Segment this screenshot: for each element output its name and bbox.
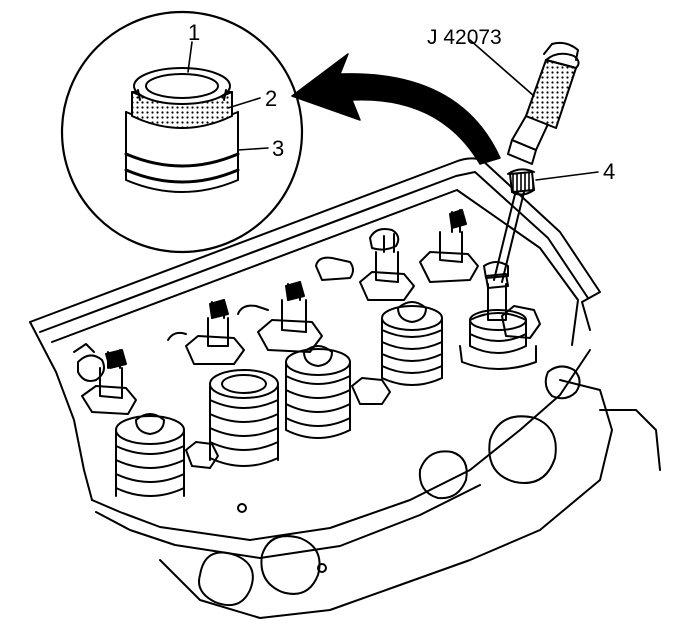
leader-tool (469, 39, 535, 97)
leader-lines (187, 39, 599, 181)
cylinder-head (29, 157, 661, 619)
callout-1: 1 (188, 20, 201, 45)
callout-4: 4 (603, 159, 616, 184)
detail-inset (60, 10, 304, 254)
tool-number-label: J 42073 (427, 26, 502, 49)
callout-3: 3 (272, 136, 285, 161)
direction-arrow (291, 53, 501, 165)
rocker-studs (81, 209, 479, 415)
leader-4 (535, 171, 599, 181)
valve-stem-assembly (459, 261, 537, 370)
leader-2 (227, 97, 261, 109)
valve-springs (115, 301, 541, 497)
leader-3 (237, 147, 269, 151)
seal-installer-tool (493, 41, 580, 283)
leader-1 (187, 41, 193, 73)
callout-2: 2 (265, 86, 278, 111)
inset-border (60, 10, 304, 254)
